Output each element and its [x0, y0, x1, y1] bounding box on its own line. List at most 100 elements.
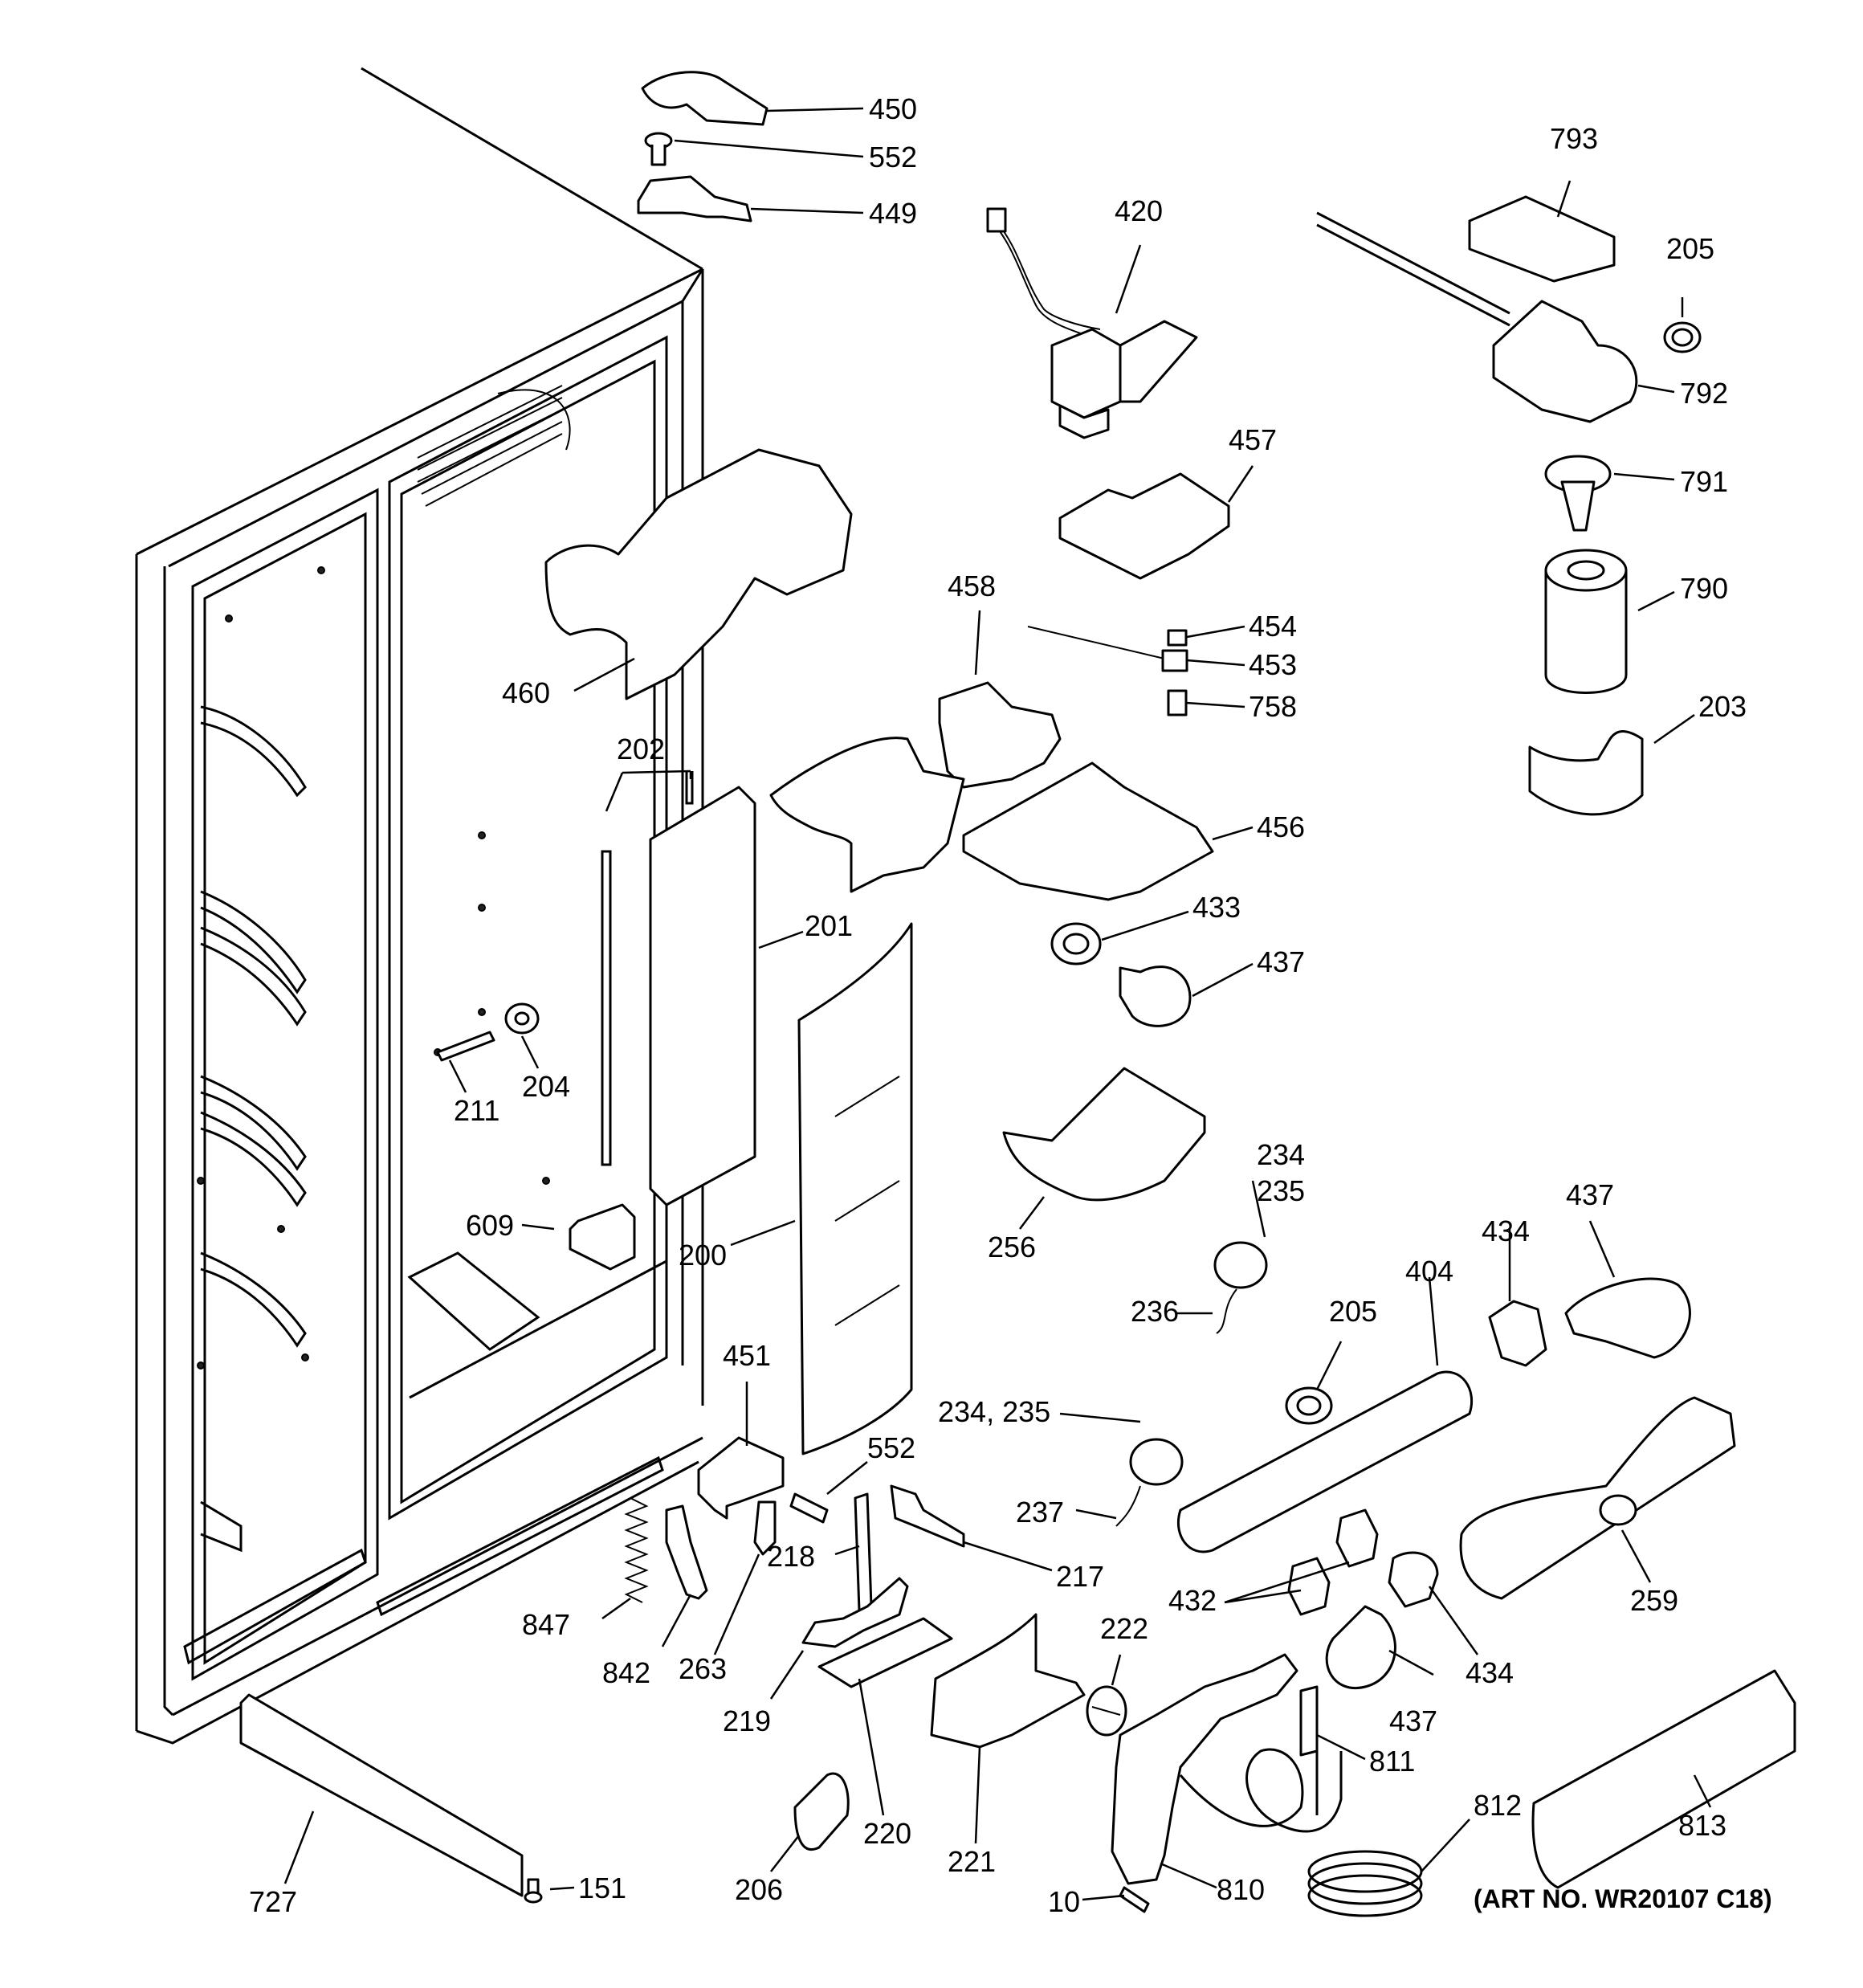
- part-205-cap-top: [1663, 321, 1702, 353]
- callout-793: 793: [1550, 122, 1598, 155]
- callout-813: 813: [1678, 1809, 1726, 1842]
- part-204-spacer: [504, 1002, 540, 1035]
- part-222-knob: [1086, 1685, 1127, 1737]
- callout-220: 220: [863, 1817, 911, 1850]
- part-404-light-shield: [1176, 1370, 1474, 1553]
- callout-236: 236: [1131, 1295, 1179, 1328]
- part-434-socket-lower: [1388, 1551, 1439, 1608]
- part-219-actuator: [801, 1577, 909, 1648]
- callout-437-right: 437: [1566, 1178, 1614, 1211]
- part-727-toe-grille: [239, 1693, 524, 1897]
- callout-235-upper: 235: [1257, 1174, 1305, 1207]
- callout-454: 454: [1249, 610, 1297, 643]
- callout-792: 792: [1680, 377, 1728, 410]
- callout-10: 10: [1048, 1885, 1080, 1918]
- part-810-water-tubing: [1111, 1653, 1343, 1885]
- part-433-light-socket: [1050, 922, 1102, 965]
- part-450-hinge-cover: [641, 71, 768, 126]
- part-847-spring: [624, 1497, 649, 1603]
- part-201-divider-panel: [649, 786, 756, 1206]
- callout-200: 200: [679, 1239, 727, 1272]
- part-456-evaporator-cover: [962, 761, 1214, 901]
- callout-222: 222: [1100, 1612, 1148, 1645]
- callout-206: 206: [735, 1873, 783, 1906]
- refrigerator-cabinet: [135, 67, 704, 1745]
- part-234-235-cap-lower: [1129, 1438, 1184, 1486]
- part-237-tether: [1115, 1485, 1141, 1527]
- callout-450: 450: [869, 92, 917, 125]
- art-number: (ART NO. WR20107 C18): [1474, 1884, 1772, 1913]
- callout-151: 151: [578, 1872, 626, 1904]
- part-793-filter-housing-cover: [1316, 195, 1616, 327]
- callout-811: 811: [1369, 1745, 1415, 1778]
- part-457-cover-plate: [1058, 472, 1230, 580]
- callout-labels: 450 552 449 420 793 205 792 791 790 203 …: [249, 92, 1772, 1918]
- callout-237: 237: [1016, 1496, 1064, 1529]
- part-437-light-bulb-lower: [1325, 1605, 1396, 1689]
- part-842-lever: [665, 1504, 708, 1600]
- callout-204: 204: [522, 1070, 570, 1103]
- callout-457: 457: [1229, 423, 1277, 456]
- part-221-dispenser-housing: [930, 1613, 1086, 1749]
- part-811-water-tube: [1299, 1685, 1319, 1757]
- part-200-dispenser-panel: [797, 922, 913, 1455]
- callout-456: 456: [1257, 810, 1305, 843]
- part-458-damper-housing: [938, 681, 1062, 789]
- callout-432: 432: [1168, 1584, 1217, 1617]
- part-256-light-cover: [1002, 1067, 1206, 1202]
- part-552-screw-top: [644, 132, 673, 166]
- part-432-bracket-b: [1335, 1508, 1379, 1568]
- part-205-cap-lower: [1285, 1386, 1333, 1425]
- part-234-235-cap-upper: [1213, 1241, 1268, 1289]
- callout-842: 842: [602, 1656, 650, 1689]
- part-792-filter-head: [1492, 300, 1638, 423]
- callout-259: 259: [1630, 1584, 1678, 1617]
- callout-609: 609: [466, 1209, 514, 1242]
- callout-263: 263: [679, 1652, 727, 1685]
- callout-812: 812: [1474, 1789, 1522, 1822]
- callout-552-top: 552: [869, 141, 917, 173]
- callout-205-top: 205: [1666, 232, 1714, 265]
- callout-453: 453: [1249, 648, 1297, 681]
- part-437-light-bulb-right: [1564, 1277, 1691, 1359]
- callout-205-lower: 205: [1329, 1295, 1377, 1328]
- callout-449: 449: [869, 197, 917, 230]
- callout-420: 420: [1115, 194, 1163, 227]
- part-434-socket-upper: [1488, 1300, 1547, 1367]
- callout-234-235-lower: 234, 235: [938, 1395, 1050, 1428]
- callout-790: 790: [1680, 572, 1728, 605]
- part-813-trim-cover: [1531, 1669, 1796, 1889]
- part-211-screw: [436, 1031, 495, 1062]
- callout-203: 203: [1698, 690, 1747, 723]
- part-790-water-filter: [1544, 549, 1628, 694]
- part-259-light-housing: [1459, 1396, 1736, 1600]
- part-420-wire-harness: [986, 207, 1198, 439]
- callout-451: 451: [723, 1339, 771, 1372]
- callout-458: 458: [948, 569, 996, 602]
- callout-434-lower: 434: [1466, 1656, 1514, 1689]
- part-791-bypass-plug: [1544, 455, 1612, 532]
- part-217-shaft: [890, 1484, 965, 1548]
- callout-219: 219: [723, 1704, 771, 1737]
- part-202-seal-strip: [601, 850, 612, 1166]
- part-206-grille: [793, 1772, 850, 1851]
- callout-218: 218: [767, 1540, 815, 1573]
- callout-791: 791: [1680, 465, 1728, 498]
- part-236-tether: [1216, 1288, 1237, 1334]
- part-453-454-758-thermostat-assembly: [1027, 626, 1188, 716]
- part-218-rod: [854, 1492, 873, 1612]
- part-duct-lower: [769, 737, 965, 893]
- callout-221: 221: [948, 1845, 996, 1878]
- callout-433: 433: [1192, 891, 1241, 924]
- callout-201: 201: [805, 909, 853, 942]
- callout-211: 211: [454, 1094, 499, 1127]
- callout-460: 460: [502, 676, 550, 709]
- part-432-bracket-a: [1287, 1557, 1331, 1616]
- callout-217: 217: [1056, 1560, 1104, 1593]
- leader-lines: [283, 107, 1712, 1901]
- part-460-air-duct: [544, 448, 853, 700]
- part-220-arm: [817, 1617, 953, 1688]
- part-151-screw: [524, 1878, 543, 1904]
- callout-434-upper: 434: [1482, 1214, 1530, 1247]
